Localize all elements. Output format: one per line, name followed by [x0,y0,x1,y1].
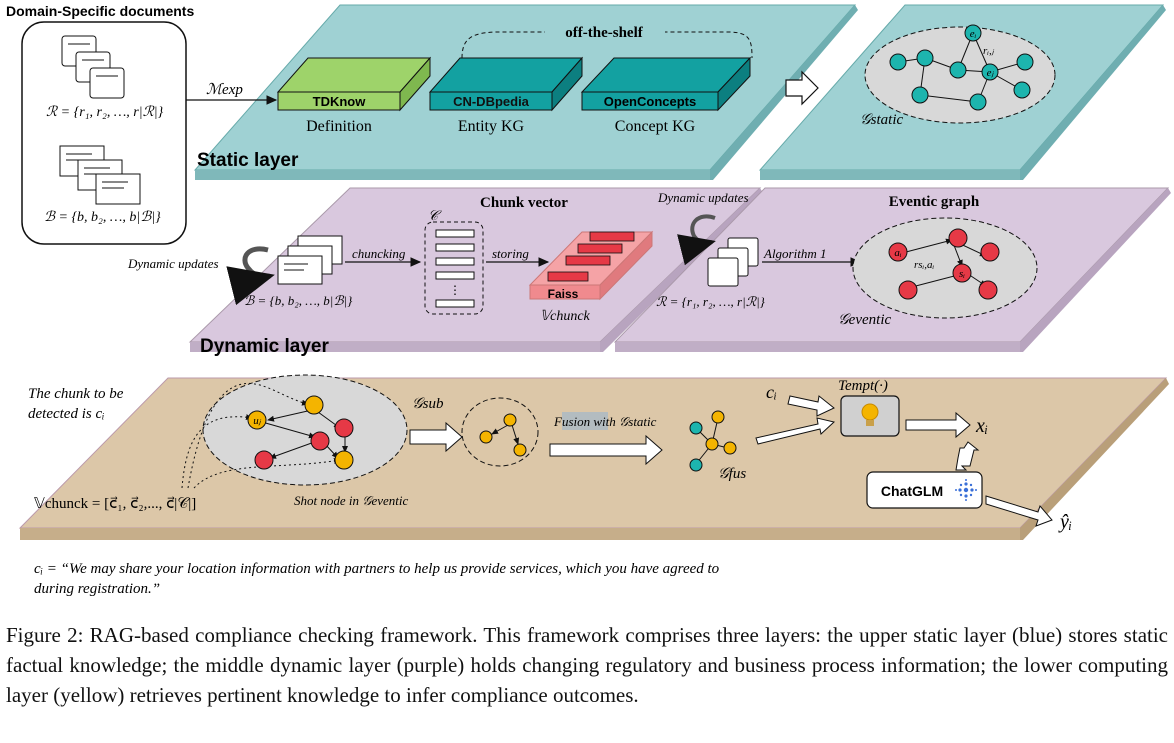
eventic-graph-title: Eventic graph [889,194,980,210]
kb-tdknow: TDKnow Definition [276,56,432,135]
chatglm-label: ChatGLM [881,483,943,499]
node-uj-label: uⱼ [253,415,262,427]
node-ei-label: eᵢ [970,28,977,40]
fused-graph: 𝒢fus [689,410,746,482]
hollow-arrow-icon [409,421,463,453]
eventic-graph-label: 𝒢eventic [838,312,891,328]
g-fus-label: 𝒢fus [718,466,746,482]
regulation-docs-icon [61,35,125,99]
m-exp-label: ℳexp [206,82,243,98]
faiss-label: Faiss [548,287,579,301]
fusion-label: Fusion with 𝒢static [553,414,657,429]
retrieval-graph: uⱼ [181,374,408,489]
dynamic-layer: Dynamic layer Dynamic updates ℬ = {b, b₂… [127,187,1171,357]
faiss-store: Faiss 𝕍chunck [528,230,654,324]
chatglm-logo-icon [955,479,977,501]
hollow-arrow-icon [787,395,835,417]
framework-diagram: Static layer TDKnow Definition CN-DBpedi… [6,3,1171,597]
dynamic-layer-label: Dynamic layer [200,336,329,357]
chatglm-model: ChatGLM [866,471,983,509]
g-sub-label: 𝒢sub [412,396,444,412]
static-graph: eᵢ eⱼ rᵢ,ⱼ 𝒢static [860,24,1056,128]
b-set-label-dyn: ℬ = {b, b₂, …, b|ℬ|} [244,293,353,308]
off-the-shelf-label: off-the-shelf [565,25,643,41]
documents-title: Domain-Specific documents [6,3,194,19]
kb-name: OpenConcepts [604,94,696,109]
svg-text:⋮: ⋮ [449,283,461,297]
regulation-docs-icon [707,237,759,287]
computing-layer: The chunk to be detected is cᵢ [18,374,1169,540]
eventic-graph: aᵢ sᵢ rsᵢ,aᵢ 𝒢eventic [838,217,1038,328]
v-chunck-set-label: 𝕍chunck = [c⃗₁, c⃗₂,..., c⃗|𝒞|] [34,496,196,512]
lightbulb-icon [861,403,879,426]
r-set-label-dyn: ℛ = {r₁, r₂, …, r|ℛ|} [656,294,766,309]
kb-openconcepts: OpenConcepts Concept KG [580,56,752,135]
static-layer: Static layer TDKnow Definition CN-DBpedi… [193,4,1166,180]
hollow-arrow-icon [549,434,663,466]
chunking-label: chuncking [352,246,406,261]
kb-sub: Definition [306,118,372,135]
documents-panel: Domain-Specific documents ℛ = {r₁, r₂, …… [6,3,278,245]
hollow-arrow-icon [755,417,836,445]
static-graph-label: 𝒢static [860,112,904,128]
xi-label: xᵢ [975,415,988,437]
example-line1: cᵢ = “We may share your location informa… [34,561,720,577]
storing-label: storing [492,246,529,261]
edge-rij-label: rᵢ,ⱼ [983,45,995,57]
subgraph [461,397,539,467]
hollow-arrow-icon [785,70,819,106]
kb-name: TDKnow [313,94,367,109]
node-si-label: sᵢ [959,268,965,280]
refresh-icon [677,214,716,266]
hollow-arrow-icon [985,495,1053,527]
b-set-label: ℬ = {b, b₂, …, b|ℬ|} [44,210,161,225]
chunk-detect-line2: detected is cᵢ [28,406,105,422]
shot-node-label: Shot node in 𝒢eventic [294,493,409,508]
chunk-vector-title: Chunk vector [480,195,568,211]
algorithm-label: Algorithm 1 [763,246,826,261]
v-chunck-label: 𝕍chunck [540,309,591,324]
kb-name: CN-DBpedia [453,94,530,109]
yi-label: ŷᵢ [1058,511,1072,533]
example-line2: during registration.” [34,581,160,597]
kb-cn-dbpedia: CN-DBpedia Entity KG [428,56,584,135]
dyn-updates-left: Dynamic updates [127,256,219,271]
ci-label: cᵢ [766,382,777,402]
kb-sub: Entity KG [458,118,525,135]
tempt-label: Tempt(·) [838,378,888,394]
dyn-updates-right: Dynamic updates [657,190,749,205]
chunk-detect-line1: The chunk to be [28,386,124,402]
business-docs-icon [277,235,343,285]
chunk-stack [435,229,475,308]
r-set-label: ℛ = {r₁, r₂, …, r|ℛ|} [46,105,164,120]
node-ej-label: eⱼ [987,67,995,79]
business-docs-icon [59,145,141,205]
figure-caption: Figure 2: RAG-based compliance checking … [6,623,1168,707]
hollow-arrow-icon [905,411,971,439]
static-layer-label: Static layer [197,150,299,171]
refresh-icon [226,246,275,306]
kb-sub: Concept KG [615,118,696,135]
node-ai-label: aᵢ [894,247,902,259]
edge-r-label: rsᵢ,aᵢ [914,259,935,271]
hollow-arrow-icon [955,441,980,471]
